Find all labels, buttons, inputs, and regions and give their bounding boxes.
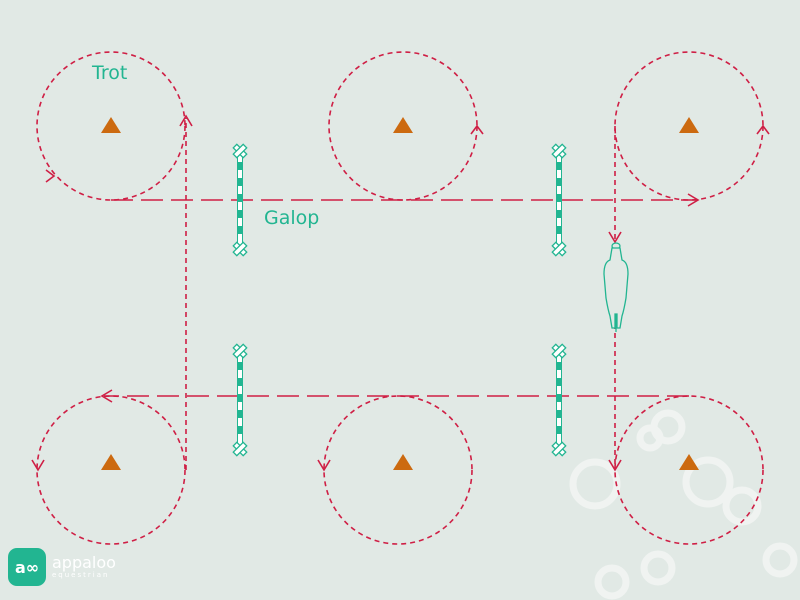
trot-circle-bottom-right bbox=[614, 395, 764, 545]
horse-icon bbox=[603, 242, 629, 332]
trot-label: Trot bbox=[92, 62, 128, 84]
arrow-icon bbox=[45, 169, 56, 183]
arrow-icon bbox=[100, 389, 113, 403]
watermark-rings-icon bbox=[569, 409, 798, 600]
trot-circle-bottom-left bbox=[36, 395, 186, 545]
logo-mark: a∞ bbox=[8, 548, 46, 586]
arrow-icon bbox=[470, 124, 484, 135]
logo-text: appaloo equestrian bbox=[52, 555, 116, 579]
cone-icon bbox=[101, 454, 121, 470]
logo-name: appaloo bbox=[52, 553, 116, 572]
arrow-icon bbox=[317, 459, 331, 472]
arrow-icon bbox=[608, 231, 622, 244]
logo-tagline: equestrian bbox=[52, 571, 110, 579]
arrow-icon bbox=[31, 459, 45, 472]
arrow-icon bbox=[756, 124, 770, 135]
arrow-icon bbox=[608, 459, 622, 472]
trot-circle-top-left bbox=[36, 51, 186, 201]
cone-icon bbox=[679, 117, 699, 133]
cone-icon bbox=[101, 117, 121, 133]
galop-label: Galop bbox=[264, 207, 320, 229]
cone-icon bbox=[679, 454, 699, 470]
arrow-icon bbox=[179, 114, 193, 127]
arrow-icon bbox=[687, 193, 700, 207]
trot-circle-bottom-center bbox=[323, 395, 473, 545]
logo: a∞ appaloo equestrian bbox=[8, 548, 116, 586]
cone-icon bbox=[393, 454, 413, 470]
jump-pole-icon bbox=[551, 343, 567, 457]
jump-pole-icon bbox=[232, 343, 248, 457]
cone-icon bbox=[393, 117, 413, 133]
cones bbox=[101, 117, 699, 470]
